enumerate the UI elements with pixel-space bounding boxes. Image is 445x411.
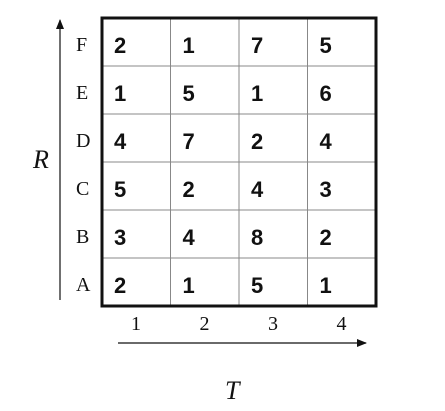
grid-cell-value: 7 (183, 129, 195, 154)
grid-cell-value: 1 (251, 81, 263, 106)
r-axis-title: R (32, 145, 49, 174)
grid-cell-value: 5 (251, 273, 263, 298)
grid-cell-value: 1 (114, 81, 126, 106)
grid-lines (100, 16, 378, 308)
grid-cell-value: 2 (183, 177, 195, 202)
grid-cell-value: 5 (114, 177, 126, 202)
grid-cell-value: 4 (251, 177, 264, 202)
grid-cell-value: 3 (320, 177, 332, 202)
column-label: 1 (131, 313, 141, 335)
grid-cell-value: 2 (114, 273, 126, 298)
grid-cell-value: 5 (320, 33, 332, 58)
row-label: C (76, 178, 89, 200)
grid-cell-value: 4 (114, 129, 127, 154)
grid-cell-value: 3 (114, 225, 126, 250)
grid-cells: 2 1 7 5 1 5 1 6 4 7 2 4 5 2 4 3 3 4 8 2 2 1 5 1 (114, 33, 333, 298)
grid-cell-value: 4 (320, 129, 333, 154)
grid-cell-value: 2 (320, 225, 332, 250)
row-label: D (76, 130, 90, 152)
column-labels: 1 2 3 4 (131, 313, 347, 335)
t-axis-title: T (225, 376, 241, 405)
column-label: 2 (200, 313, 210, 335)
grid-cell-value: 1 (183, 273, 195, 298)
grid-border (100, 16, 378, 308)
column-label: 3 (268, 313, 278, 335)
grid-cell-value: 7 (251, 33, 263, 58)
grid-cell-value: 1 (320, 273, 332, 298)
grid-cell-value: 6 (320, 81, 332, 106)
grid-cell-value: 2 (251, 129, 263, 154)
row-labels: F E D C B A (76, 34, 91, 296)
grid-cell-value: 4 (183, 225, 196, 250)
row-label: B (76, 226, 89, 248)
grid-cell-value: 2 (114, 33, 126, 58)
row-label: E (76, 82, 88, 104)
grid-cell-value: 5 (183, 81, 195, 106)
column-label: 4 (337, 313, 347, 335)
row-label: F (76, 34, 87, 56)
row-label: A (76, 274, 91, 296)
grid-cell-value: 8 (251, 225, 263, 250)
grid-cell-value: 1 (183, 33, 195, 58)
